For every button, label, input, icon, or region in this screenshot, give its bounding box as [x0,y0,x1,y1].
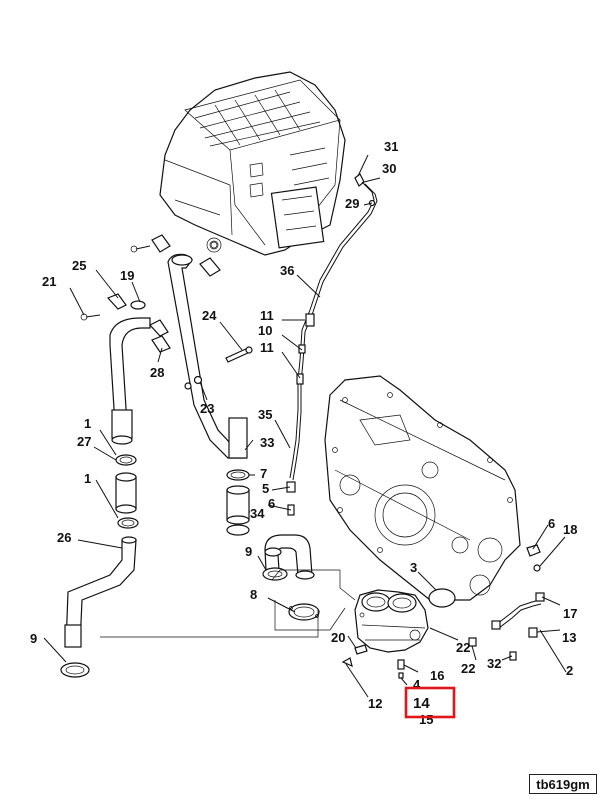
callout-27: 27 [77,434,91,449]
callout-22-upper: 22 [456,640,470,655]
callout-23: 23 [200,401,214,416]
callout-19: 19 [120,268,134,283]
pipe-upper-middle [167,253,248,459]
bolt-20 [354,644,368,655]
callout-14: 14 [413,695,430,712]
callout-7: 7 [260,466,267,481]
callout-25: 25 [72,258,86,273]
fitting-13 [528,627,538,638]
pipe-26 [64,536,137,648]
callout-17: 17 [563,606,577,621]
fitting-6-right [526,544,541,572]
hose-clamp-27 [115,454,137,466]
timing-cover [324,375,521,601]
callout-24: 24 [202,308,217,323]
hose-1 [115,472,137,514]
callout-18: 18 [563,522,577,537]
callout-35: 35 [258,407,272,422]
callout-15: 15 [419,712,433,727]
callout-29: 29 [345,196,359,211]
callout-36: 36 [280,263,294,278]
water-pump [354,589,429,653]
callout-28: 28 [150,365,164,380]
figure-id-label: tb619gm [529,774,597,794]
callout-12: 12 [368,696,382,711]
callout-21: 21 [42,274,56,289]
clamp-28 [151,335,171,353]
oring-upper [210,241,218,249]
bolt-24 [225,346,253,363]
leader-lines [43,154,567,698]
callout-1-upper: 1 [84,416,91,431]
highlight-box-14 [404,686,456,719]
callout-30: 30 [382,161,396,176]
drain-line [491,592,545,630]
hose-34 [226,485,250,525]
pipe-upper-left [109,317,151,445]
gasket-9-middle [262,567,288,581]
gasket-19-left [130,300,146,310]
callout-10: 10 [258,323,272,338]
callout-26: 26 [57,530,71,545]
callout-22-lower: 22 [461,661,475,676]
hose-clamp-7 [226,469,250,481]
callout-9-middle: 9 [245,544,252,559]
hose-clamp-1b [117,517,139,529]
callout-6-middle: 6 [268,496,275,511]
callout-1-lower: 1 [84,471,91,486]
bolt-12 [341,657,353,668]
callout-13: 13 [562,630,576,645]
callout-32: 32 [487,656,501,671]
callout-16: 16 [430,668,444,683]
hose-clamp-34b [226,524,250,536]
gasket-9-left [60,662,90,678]
callout-2: 2 [566,663,573,678]
gasket-8 [288,603,320,621]
callout-3: 3 [410,560,417,575]
callout-6-right: 6 [548,516,555,531]
callout-4: 4 [413,677,421,692]
callout-11-upper: 11 [260,308,274,323]
callout-33: 33 [260,435,274,450]
callout-20: 20 [331,630,345,645]
oring-3 [428,588,456,608]
fitting-22-32 [468,637,517,661]
clamps-upper-middle [130,234,221,277]
callout-34: 34 [250,506,265,521]
engine-block [159,71,346,256]
elbow-pipe [264,534,315,580]
drain-plug-16 [397,659,405,679]
callout-8: 8 [250,587,257,602]
callout-labels: 31 30 29 36 25 21 19 28 24 23 11 10 11 3… [30,139,577,727]
callout-11-lower: 11 [260,340,274,355]
callout-5: 5 [262,481,269,496]
washer-nut-23 [184,375,203,390]
callout-31: 31 [384,139,398,154]
callout-9-left: 9 [30,631,37,646]
clamp-25 [80,293,169,337]
